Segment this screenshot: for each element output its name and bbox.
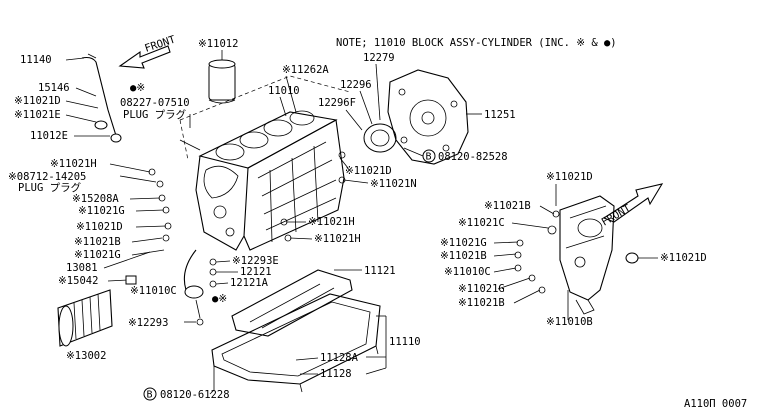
label-11021D-c: ※11021D <box>345 165 392 177</box>
dipstick <box>81 53 119 143</box>
label-13002: ※13002 <box>66 350 106 362</box>
label-11021H-a: ※11021H <box>50 158 97 170</box>
label-12121: 12121 <box>240 266 272 278</box>
label-11021N: ※11021N <box>370 178 417 190</box>
circle-b-text-2: B <box>147 390 153 401</box>
label-11251: 11251 <box>484 109 516 121</box>
label-r-11021B-a: ※11021B <box>484 200 531 212</box>
label-11021D-a: ※11021D <box>14 95 61 107</box>
label-11012: ※11012 <box>198 38 238 50</box>
label-08712: ※08712-14205 <box>8 171 86 183</box>
label-11140: 11140 <box>20 54 52 66</box>
label-11021H-b: ※11021H <box>308 216 355 228</box>
label-plug-2: PLUG プラグ <box>18 181 82 194</box>
label-r-11021G-b: ※11021G <box>458 283 505 295</box>
front-arrow-icon <box>118 45 171 69</box>
label-dot-mark: ●※ <box>130 82 145 94</box>
rear-oil-seal <box>363 123 397 153</box>
plug-r-11021D <box>625 252 639 264</box>
oil-filter <box>208 59 236 104</box>
label-15208A: ※15208A <box>72 193 119 205</box>
label-plug-1: PLUG プラグ <box>123 108 187 121</box>
label-11010: 11010 <box>268 85 300 97</box>
label-12121A: 12121A <box>230 277 269 289</box>
front-block-section <box>559 195 615 315</box>
label-r-11021B-b: ※11021B <box>440 250 487 262</box>
label-11110: 11110 <box>389 336 421 348</box>
oil-pan-baffle <box>231 269 353 337</box>
diagram-code: A110Π 0007 <box>684 398 747 410</box>
circle-b-text-1: B <box>426 152 432 163</box>
label-15042: ※15042 <box>58 275 98 287</box>
label-r-11010B: ※11010B <box>546 316 593 328</box>
cylinder-block <box>179 75 351 251</box>
label-15146: 15146 <box>38 82 70 94</box>
label-11128A: 11128A <box>320 352 359 364</box>
label-12296F: 12296F <box>318 97 356 109</box>
label-08120-82528: 08120-82528 <box>438 151 508 163</box>
label-11021B-a: ※11021B <box>74 236 121 248</box>
label-12296: 12296 <box>340 79 372 91</box>
front-label: FRONT <box>143 33 177 54</box>
label-r-11021D-top: ※11021D <box>546 171 593 183</box>
label-r-11021C: ※11021C <box>458 217 505 229</box>
label-11021E: ※11021E <box>14 109 61 121</box>
oil-strainer-pipe <box>183 249 204 299</box>
label-dot-mark-2: ●※ <box>212 293 227 305</box>
label-r-11021G-a: ※11021G <box>440 237 487 249</box>
label-r-11010C: ※11010C <box>444 266 491 278</box>
label-12293E: ※12293E <box>232 255 279 267</box>
label-11121: 11121 <box>364 265 396 277</box>
label-08120-61228: 08120-61228 <box>160 389 230 401</box>
piston-ring-set <box>57 289 113 347</box>
label-11021H-c: ※11021H <box>314 233 361 245</box>
label-12279: 12279 <box>363 52 395 64</box>
label-11012E: 11012E <box>30 130 68 142</box>
label-11262A: ※11262A <box>282 64 329 76</box>
note-text: NOTE; 11010 BLOCK ASSY-CYLINDER (INC. ※ … <box>336 37 617 49</box>
tube-clip <box>94 120 122 143</box>
label-11021D-b: ※11021D <box>76 221 123 233</box>
label-r-11021B-c: ※11021B <box>458 297 505 309</box>
label-r-11021D-right: ※11021D <box>660 252 707 264</box>
front-arrow-sub-icon <box>602 183 664 223</box>
plug-15042 <box>125 275 137 285</box>
label-12293: ※12293 <box>128 317 168 329</box>
oil-pan <box>211 293 381 393</box>
label-11021G-a: ※11021G <box>78 205 125 217</box>
label-08227: 08227-07510 <box>120 97 190 109</box>
rear-plate <box>387 69 469 165</box>
label-11010C-a: ※11010C <box>130 285 177 297</box>
label-13081: 13081 <box>66 262 98 274</box>
label-11128: 11128 <box>320 368 352 380</box>
label-11021G-b: ※11021G <box>74 249 121 261</box>
bolt-circle-b-icon-2 <box>143 387 157 401</box>
front-label-sub: FRONT <box>600 202 634 229</box>
